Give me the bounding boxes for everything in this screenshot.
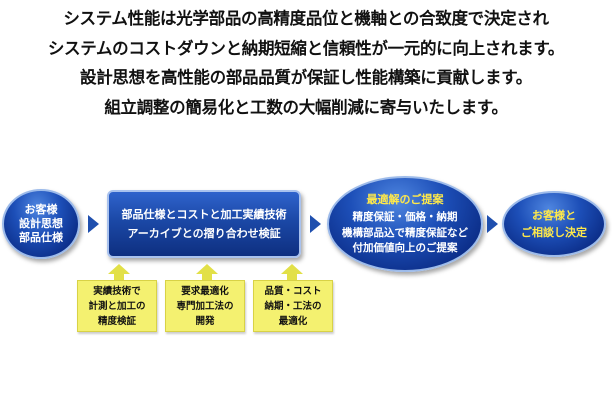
intro-line: 組立調整の簡易化と工数の大幅削減に寄与いたします。 [104, 97, 508, 117]
note-line: 開発 [195, 315, 215, 327]
note-line: 納期・工法の [264, 300, 322, 312]
note-line: 専門加工法の [176, 300, 234, 312]
decision-node: お客様と ご相談し決定 [502, 191, 606, 257]
input-arrow-3 [281, 264, 303, 280]
flow-arrow-2 [310, 215, 321, 233]
proposal-node: 最適解のご提案 精度保証・価格・納期 機構部品込で精度保証など 付加価値向上のご… [327, 176, 483, 272]
flow-arrow-3 [487, 215, 498, 233]
input-note: 品質・コスト 納期・工法の 最適化 [253, 280, 333, 332]
input-note: 実績技術で 計測と加工の 精度検証 [77, 280, 157, 332]
intro-line: 設計思想を高性能の部品品質が保証し性能構築に貢献します。 [80, 68, 532, 87]
customer-line: 部品仕様 [19, 231, 63, 244]
note-line: 要求最適化 [181, 285, 229, 297]
flow-arrow-1 [88, 215, 99, 233]
input-arrow-2 [196, 264, 218, 280]
note-line: 計測と加工の [88, 300, 146, 312]
decision-line: お客様と [532, 209, 576, 222]
proposal-line: 機構部品込で精度保証など [342, 226, 468, 239]
matching-node: 部品仕様とコストと加工実績技術 アーカイブとの摺り合わせ検証 [107, 190, 301, 258]
proposal-line: 付加価値向上のご提案 [352, 242, 458, 255]
customer-line: 設計思想 [19, 217, 63, 230]
note-line: 精度検証 [97, 315, 136, 327]
intro-text: システム性能は光学部品の高精度品位と機軸との合致度で決定され システムのコストダ… [0, 4, 612, 122]
note-line: 実績技術で [93, 285, 141, 297]
customer-line: お客様 [24, 203, 58, 216]
intro-line: システムのコストダウンと納期短縮と信頼性が一元的に向上されます。 [47, 38, 565, 58]
input-note: 要求最適化 専門加工法の 開発 [165, 280, 245, 332]
proposal-title: 最適解のご提案 [366, 193, 444, 207]
input-arrow-1 [108, 264, 130, 280]
matching-line: 部品仕様とコストと加工実績技術 [121, 208, 287, 221]
note-line: 品質・コスト [264, 285, 322, 297]
matching-line: アーカイブとの摺り合わせ検証 [127, 227, 281, 240]
proposal-line: 精度保証・価格・納期 [352, 211, 458, 224]
decision-line: ご相談し決定 [521, 226, 587, 239]
intro-line: システム性能は光学部品の高精度品位と機軸との合致度で決定され [63, 9, 549, 28]
note-line: 最適化 [278, 315, 308, 327]
customer-node: お客様 設計思想 部品仕様 [2, 189, 80, 259]
